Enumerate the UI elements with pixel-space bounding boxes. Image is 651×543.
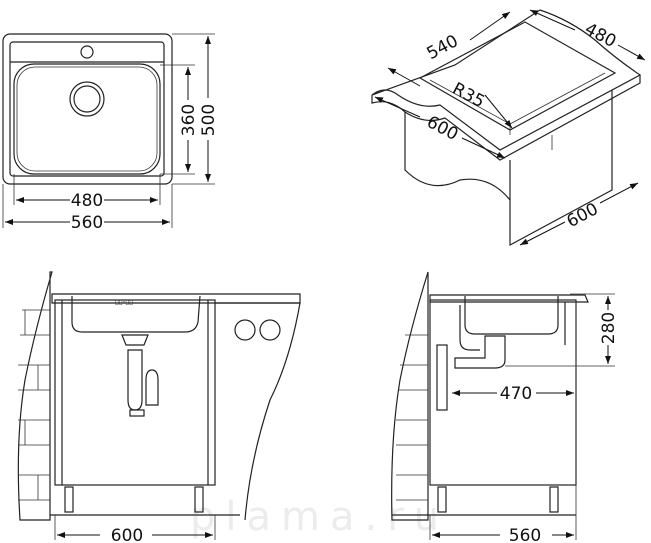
bowl-front	[71, 295, 201, 333]
overflow-hose	[459, 305, 480, 351]
dim-360: 360	[179, 104, 199, 136]
pipe-outlet-icon	[259, 319, 281, 341]
siphon-icon	[127, 349, 143, 411]
watermark: plama.ru	[190, 494, 449, 540]
cabinet-foot	[64, 486, 74, 513]
cabinet-foot	[549, 486, 559, 513]
svg-text:▯▯-▯▯: ▯▯-▯▯	[115, 298, 133, 306]
sink-rim	[9, 41, 165, 177]
side-view: 280 470 560	[391, 271, 619, 543]
front-view: ▯▯-▯▯ 600	[17, 271, 301, 543]
dim-480-iso: 480	[581, 19, 619, 52]
isometric-view: 540 480 R35 600 600	[371, 9, 646, 247]
cabinet	[54, 299, 216, 486]
dim-280: 280	[599, 312, 619, 344]
drain-icon	[69, 81, 105, 117]
countertop-front	[51, 293, 301, 304]
dim-600-iso-depth: 600	[564, 199, 602, 232]
drain-trap-side	[454, 335, 506, 369]
vertical-siphon	[436, 344, 448, 411]
brick-wall-side	[391, 271, 429, 521]
bowl-side	[464, 296, 559, 335]
brick-wall	[17, 271, 53, 521]
cabinet-foot	[437, 486, 447, 513]
pipe-outlet-icon	[234, 319, 256, 341]
dim-500: 500	[199, 104, 219, 136]
cabinet-foot	[194, 486, 204, 513]
side-panel-cutaway	[215, 302, 301, 521]
dim-560-side: 560	[509, 526, 541, 543]
dim-r35: R35	[449, 79, 488, 112]
countertop-side	[429, 294, 589, 303]
dim-600-front: 600	[111, 526, 143, 543]
tap-hole-icon	[80, 45, 94, 59]
bowl-outline	[13, 63, 161, 175]
iso-sink-rim	[418, 21, 617, 131]
dim-560: 560	[71, 213, 103, 233]
dim-480: 480	[71, 191, 103, 211]
dim-470: 470	[500, 384, 532, 404]
sink-outline	[2, 33, 173, 185]
top-view: 500 360 480 560	[2, 33, 219, 233]
